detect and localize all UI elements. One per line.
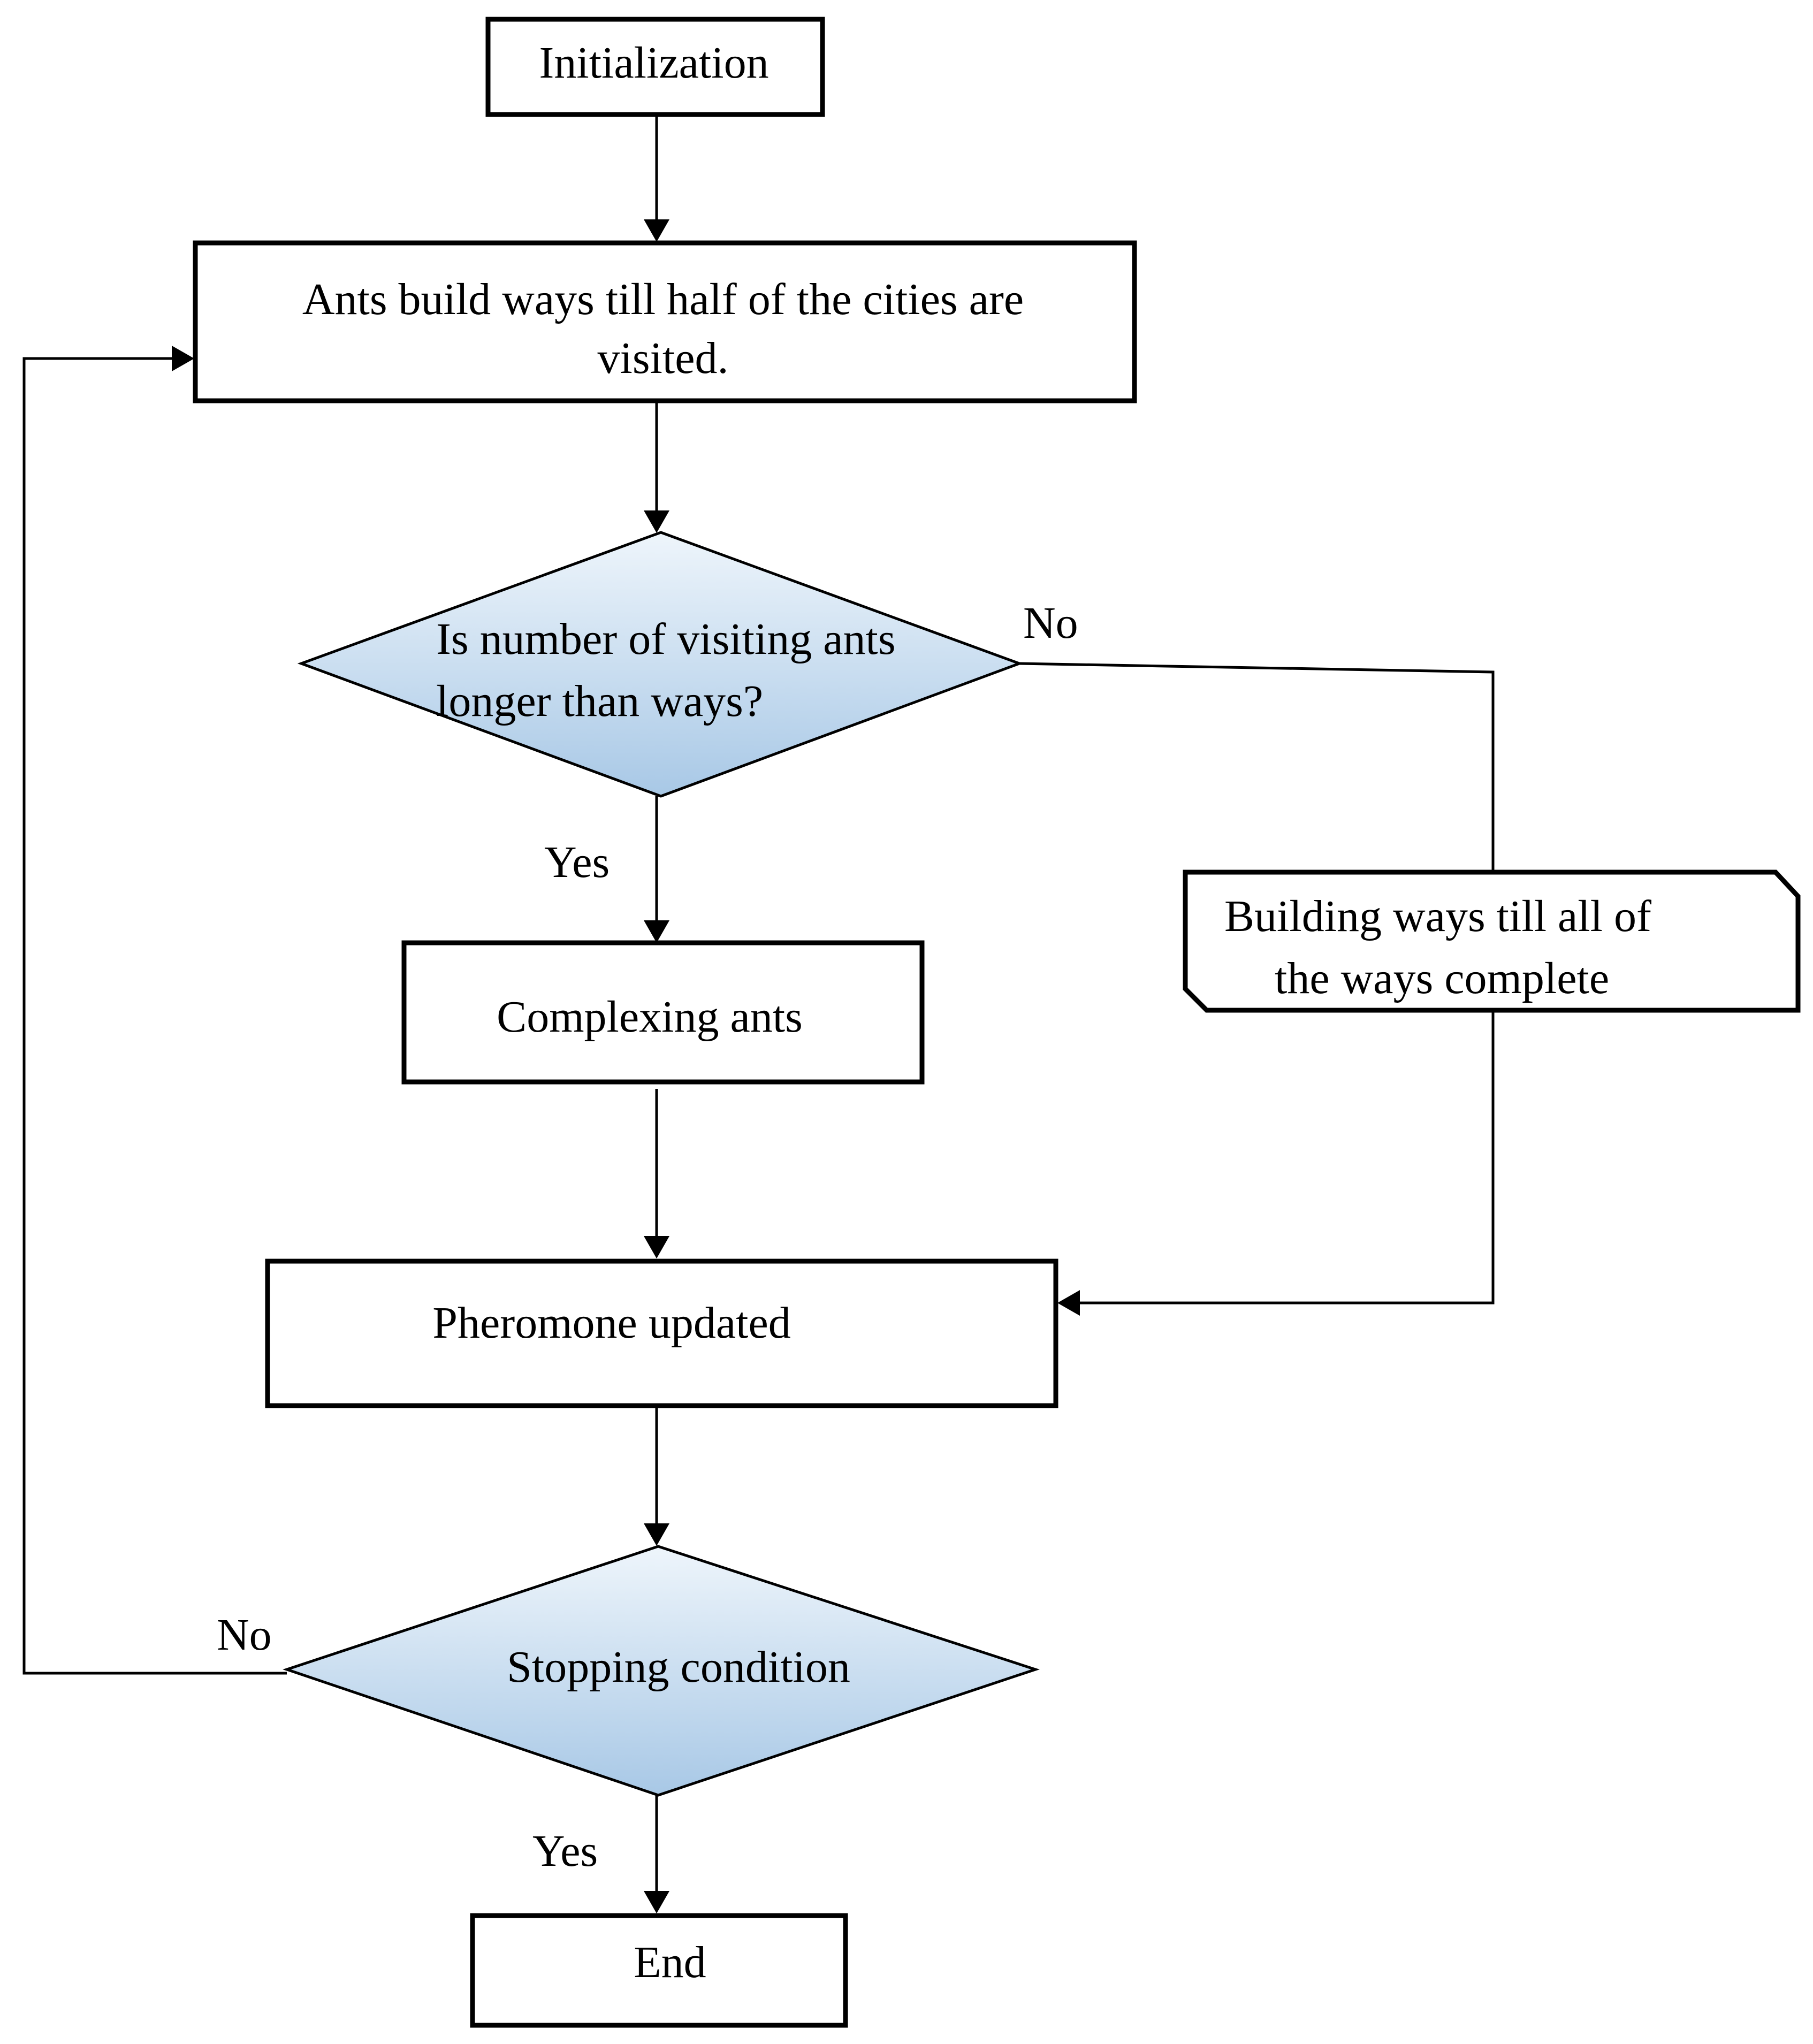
arrowhead-build-left [172,346,194,371]
build-ways-label-line1: Ants build ways till half of the cities … [302,274,1024,324]
building-complete-label-line2: the ways complete [1275,954,1609,1003]
complexing-label: Complexing ants [497,992,803,1042]
initialization-label: Initialization [539,38,768,88]
arrowhead-pheromone-top [644,1236,669,1259]
arrowhead-complexing [644,920,669,943]
arrowhead-pheromone-right [1057,1290,1080,1316]
decision-yes-label: Yes [544,837,610,887]
edge-building-to-pheromone [1076,1010,1495,1305]
end-box [470,1913,848,2028]
decision-label-line2: longer than ways? [436,676,763,726]
decision-no-label: No [1023,598,1078,648]
pheromone-box [265,1259,1058,1408]
stopping-yes-label: Yes [532,1826,598,1876]
edge-stopping-no-loop [22,357,287,1675]
decision-label-line1: Is number of visiting ants [436,614,896,664]
building-complete-label-line1: Building ways till all of [1224,891,1651,941]
arrowhead-build [644,219,669,242]
build-ways-label-line2: visited. [598,333,729,383]
building-complete-box [1183,870,1801,1013]
stopping-no-label: No [217,1610,272,1660]
stopping-label: Stopping condition [507,1642,850,1692]
complexing-box [401,940,925,1085]
build-ways-box [193,240,1137,403]
arrowhead-end [644,1891,669,1913]
stopping-diamond [283,1545,1040,1797]
end-label: End [634,1938,706,1987]
pheromone-label: Pheromone updated [432,1298,791,1348]
arrowhead-decision [644,510,669,533]
decision-diamond [297,531,1024,798]
edge-decision-no [1019,662,1495,872]
arrowhead-stopping [644,1523,669,1546]
initialization-box [485,17,825,117]
